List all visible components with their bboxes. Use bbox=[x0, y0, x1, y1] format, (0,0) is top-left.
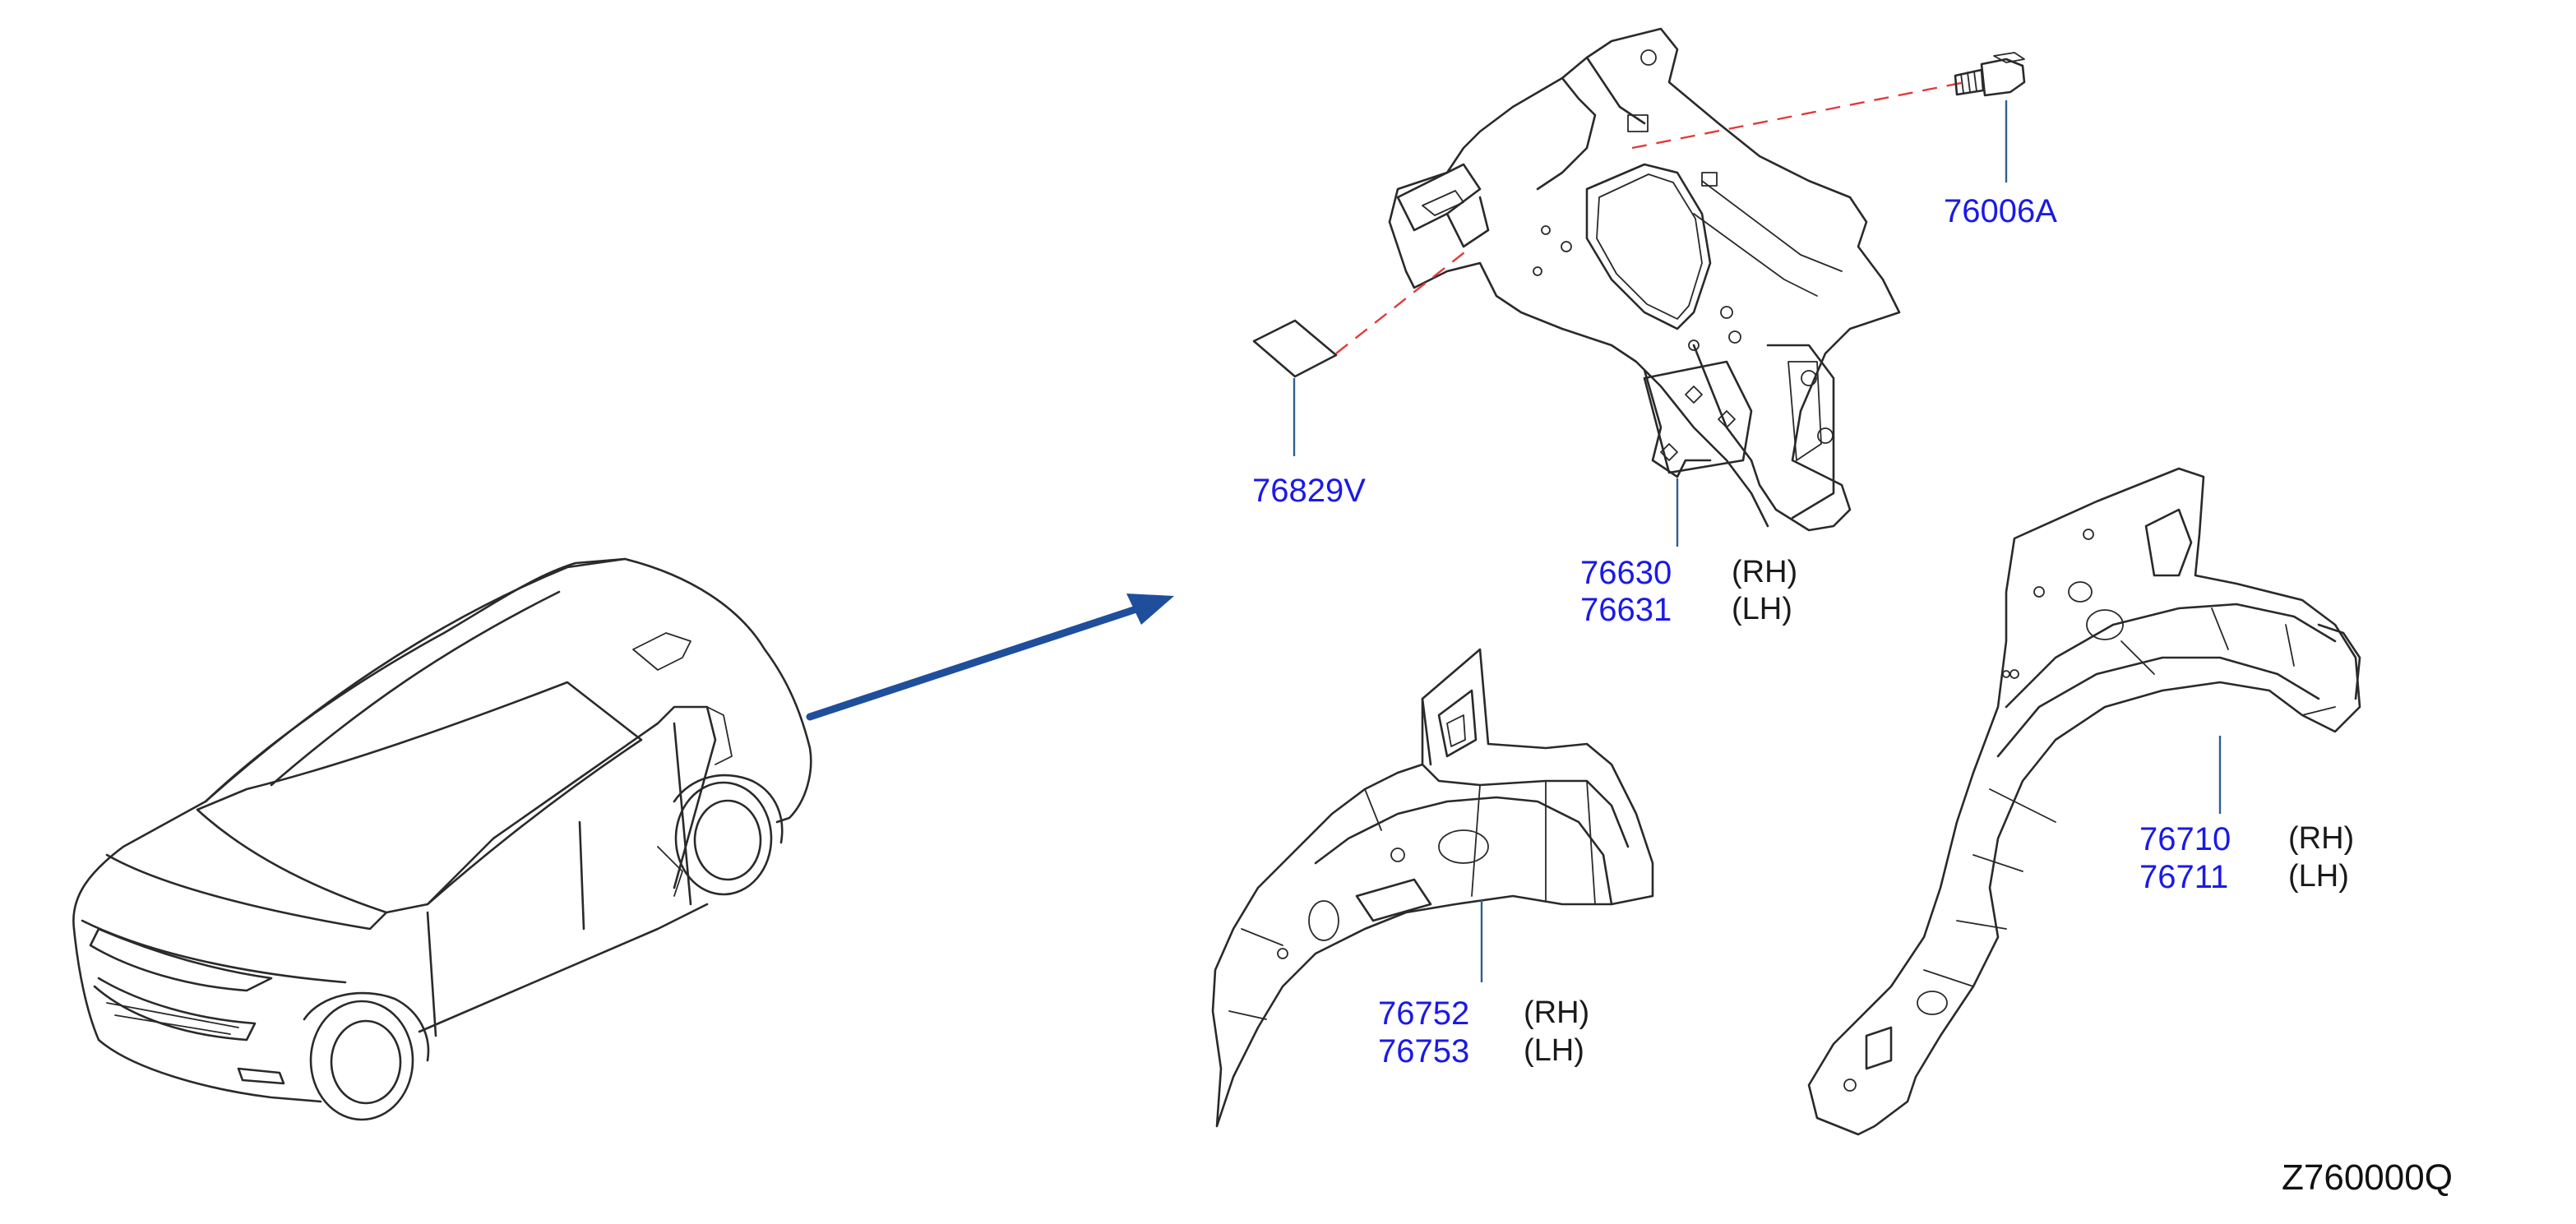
part-number-wheelhouse-outer-rh: 76710 bbox=[2139, 821, 2231, 857]
part-number-wheelhouse-inner-rh: 76752 bbox=[1378, 995, 1469, 1032]
part-number-wheelhouse-inner-lh: 76753 bbox=[1378, 1033, 1469, 1069]
side-label-wheelhouse-inner-lh: (LH) bbox=[1524, 1033, 1584, 1068]
part-number-inner-panel-lh: 76631 bbox=[1580, 592, 1672, 628]
side-label-inner-panel-rh: (RH) bbox=[1732, 555, 1797, 589]
pad-drawing bbox=[1252, 319, 1338, 378]
pointer-arrow bbox=[806, 594, 1174, 721]
wheelhouse-inner-drawing bbox=[1211, 648, 1654, 1128]
part-number-pad: 76829V bbox=[1252, 473, 1366, 509]
wheelhouse-outer-drawing bbox=[1807, 467, 2361, 1136]
diagram-id: Z760000Q bbox=[2282, 1157, 2453, 1198]
inner-panel-drawing bbox=[1388, 27, 1901, 532]
side-label-wheelhouse-outer-lh: (LH) bbox=[2288, 859, 2349, 894]
guide-pad bbox=[1335, 246, 1473, 354]
side-label-wheelhouse-outer-rh: (RH) bbox=[2288, 821, 2354, 856]
side-label-inner-panel-lh: (LH) bbox=[1732, 592, 1792, 626]
bolt-drawing bbox=[1954, 52, 2026, 97]
part-number-bolt: 76006A bbox=[1944, 193, 2057, 229]
car-illustration bbox=[72, 557, 812, 1121]
part-number-wheelhouse-outer-lh: 76711 bbox=[2139, 859, 2228, 895]
side-label-wheelhouse-inner-rh: (RH) bbox=[1524, 995, 1589, 1030]
guide-bolt bbox=[1631, 81, 1966, 150]
part-number-inner-panel-rh: 76630 bbox=[1580, 555, 1672, 591]
